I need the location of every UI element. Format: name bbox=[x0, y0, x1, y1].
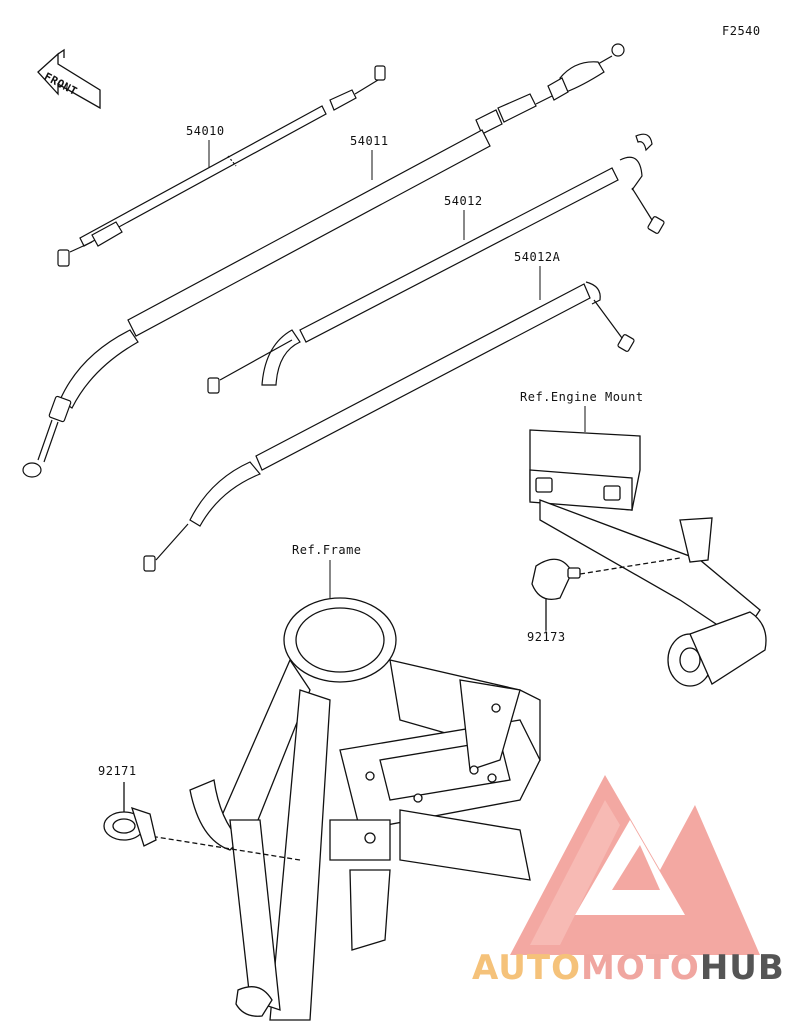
figure-code: F2540 bbox=[722, 24, 761, 38]
ref-engine-mount: Ref.Engine Mount bbox=[520, 390, 644, 404]
watermark-logo bbox=[510, 775, 760, 955]
engine-mount bbox=[529, 429, 767, 687]
cable-54010 bbox=[57, 65, 386, 267]
part-label-54012A: 54012A bbox=[514, 250, 561, 264]
watermark-auto: AUTO bbox=[472, 948, 581, 988]
cable-54011 bbox=[22, 43, 625, 478]
watermark-hub: HUB bbox=[699, 948, 785, 988]
clamp-92171 bbox=[103, 782, 157, 847]
cable-54012A bbox=[143, 281, 635, 572]
part-label-54012: 54012 bbox=[444, 194, 483, 208]
watermark-text: AUTOMOTOHUB bbox=[472, 948, 785, 988]
part-label-54010: 54010 bbox=[186, 124, 225, 138]
front-arrow-icon bbox=[37, 48, 101, 110]
leader-lines bbox=[208, 140, 586, 632]
clamp-92173 bbox=[531, 558, 581, 630]
ref-frame: Ref.Frame bbox=[292, 543, 362, 557]
part-label-92173: 92173 bbox=[527, 630, 566, 644]
part-label-92171: 92171 bbox=[98, 764, 137, 778]
cable-54012 bbox=[207, 133, 665, 394]
watermark-moto: MOTO bbox=[580, 948, 700, 988]
part-label-54011: 54011 bbox=[350, 134, 389, 148]
frame bbox=[149, 597, 541, 1021]
